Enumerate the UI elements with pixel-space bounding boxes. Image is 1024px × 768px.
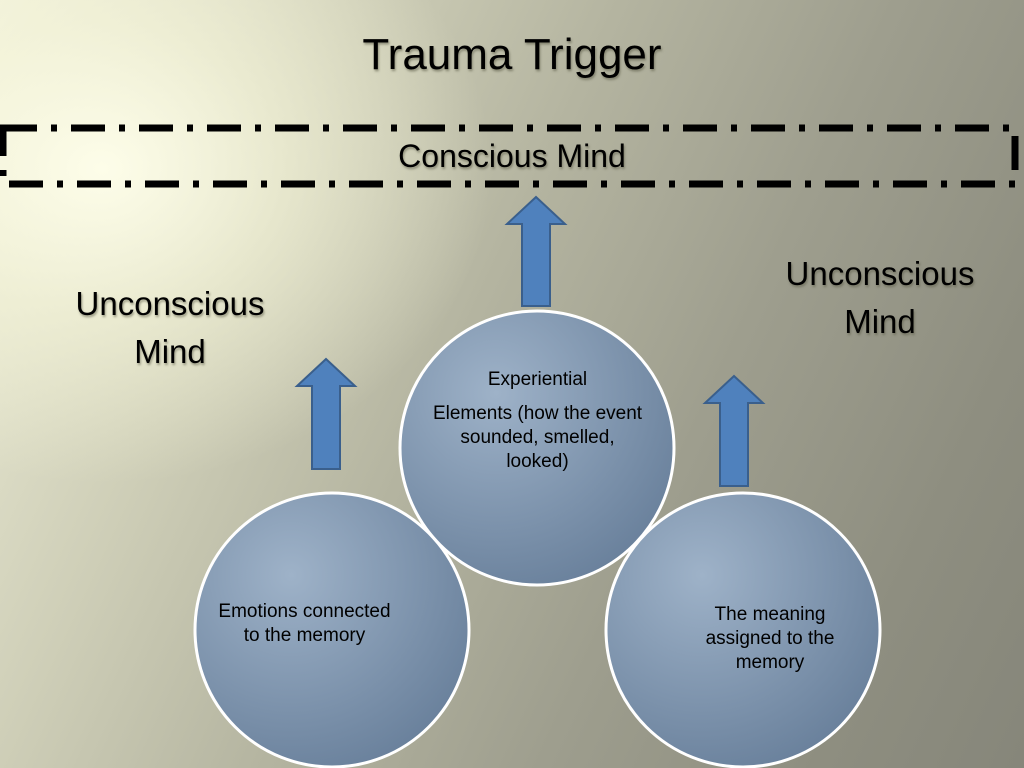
meaning-text: The meaning assigned to the memory — [680, 603, 860, 675]
unconscious-mind-label-left: Unconscious Mind — [40, 280, 300, 376]
arrow-up-right — [702, 374, 766, 487]
unconscious-mind-label-right: Unconscious Mind — [750, 250, 1010, 346]
experiential-line1: Experiential — [487, 369, 588, 390]
slide-title: Trauma Trigger — [362, 30, 662, 79]
emotions-text: Emotions connected to the memory — [212, 600, 397, 648]
unconscious-left-line2: Mind — [134, 333, 206, 370]
conscious-mind-label: Conscious Mind — [398, 138, 626, 174]
experiential-line2: Elements (how the event sounded, smelled… — [432, 403, 643, 472]
meaning-line: The meaning assigned to the memory — [705, 604, 835, 673]
circle-experiential — [398, 309, 676, 587]
circle-emotions — [193, 491, 471, 768]
arrow-up-left — [294, 357, 358, 470]
unconscious-right-line1: Unconscious — [785, 255, 975, 292]
unconscious-left-line1: Unconscious — [75, 285, 265, 322]
emotions-line: Emotions connected to the memory — [218, 601, 391, 646]
unconscious-right-line2: Mind — [844, 303, 916, 340]
conscious-mind-box — [0, 124, 1019, 188]
experiential-elements-text: Experiential Elements (how the event sou… — [430, 368, 645, 474]
circle-meaning — [604, 491, 882, 768]
arrow-up-center — [504, 195, 568, 307]
